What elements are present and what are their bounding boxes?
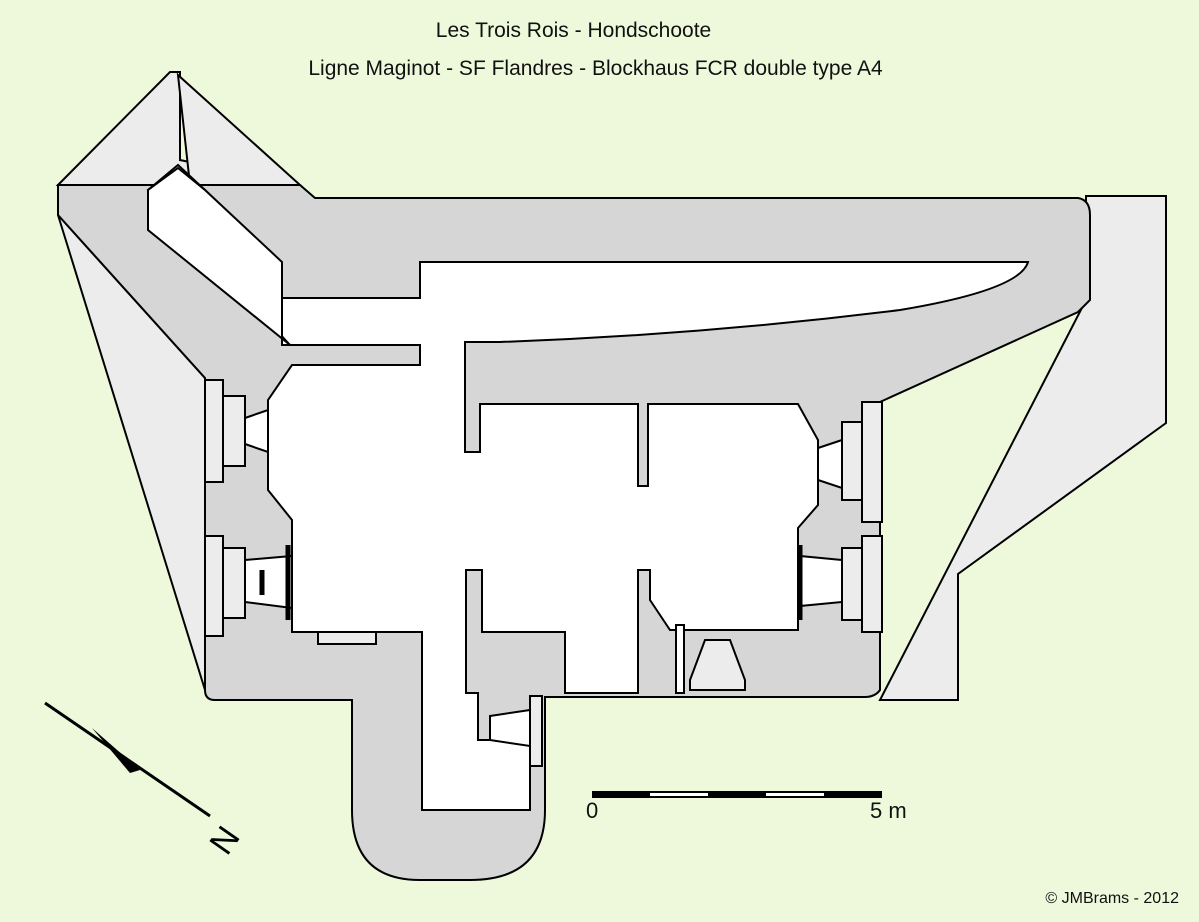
south-embrasure (317, 624, 746, 767)
scale-bar: 0 5 m (586, 791, 907, 823)
diagram-subtitle: Ligne Maginot - SF Flandres - Blockhaus … (308, 57, 883, 80)
east-embrasures (797, 401, 883, 633)
scale-start-label: 0 (586, 798, 598, 823)
slope-east (878, 195, 1167, 701)
copyright-notice: © JMBrams - 2012 (1045, 890, 1179, 907)
north-west-corridor (147, 166, 293, 346)
interior-spaces (146, 163, 1030, 811)
slope-north-west-outer (176, 72, 303, 186)
north-label: N (202, 820, 247, 862)
north-arrow: N (44, 701, 248, 862)
diagram-title: Les Trois Rois - Hondschoote (435, 19, 712, 42)
earth-slopes (55, 71, 1167, 701)
scale-end-label: 5 m (870, 798, 907, 823)
west-embrasures (204, 379, 293, 637)
